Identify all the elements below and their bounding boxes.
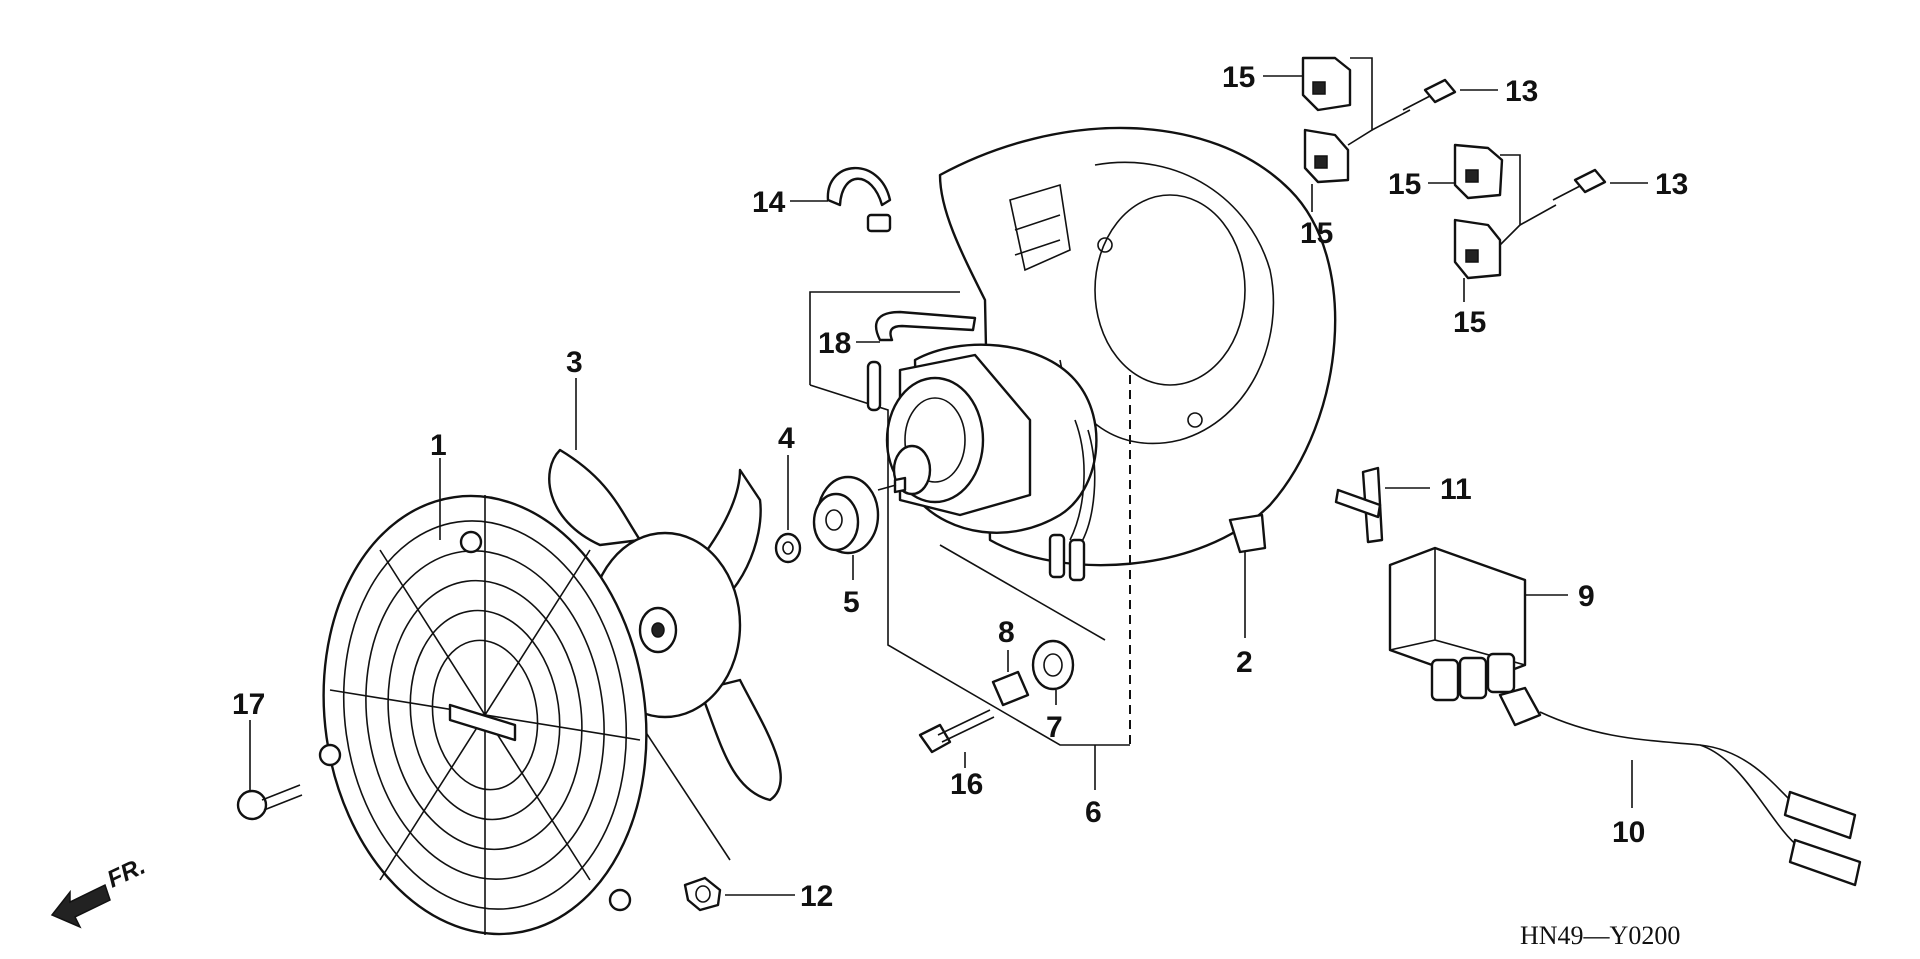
callout-16: 16 <box>950 768 983 801</box>
callout-7: 7 <box>1046 711 1063 744</box>
fan-motor-part <box>877 343 1098 582</box>
control-unit-part <box>1388 546 1527 702</box>
callout-3: 3 <box>566 346 583 379</box>
callout-14: 14 <box>752 186 786 219</box>
callout-4: 4 <box>778 422 795 455</box>
callout-15-middle-right: 15 <box>1388 168 1421 201</box>
front-direction-arrow-icon <box>50 883 111 929</box>
nut-part <box>683 876 722 912</box>
clip-part <box>1301 56 1352 112</box>
collar-part <box>991 670 1030 707</box>
callout-8: 8 <box>998 616 1015 649</box>
bolt-part <box>1552 168 1607 201</box>
callout-13-upper: 13 <box>1505 75 1538 108</box>
bushing-part <box>812 475 880 555</box>
callout-12: 12 <box>800 880 833 913</box>
fan-guard-part <box>318 494 648 936</box>
grommet-part <box>1031 639 1075 691</box>
callout-5: 5 <box>843 586 860 619</box>
callout-17: 17 <box>232 688 265 721</box>
spacer-part <box>774 532 802 564</box>
breather-fitting-part <box>1334 466 1384 544</box>
wire-harness-part <box>1498 686 1862 887</box>
callout-15-top-left: 15 <box>1222 61 1255 94</box>
bolt-part <box>1402 78 1457 111</box>
callout-6: 6 <box>1085 796 1102 829</box>
front-direction-label: FR. <box>103 853 149 894</box>
callout-10: 10 <box>1612 816 1645 849</box>
clip-part <box>1303 128 1350 184</box>
callout-15-middle-left: 15 <box>1300 217 1333 250</box>
callout-2: 2 <box>1236 646 1253 679</box>
drawing-code: HN49—Y0200 <box>1520 921 1680 950</box>
callout-18: 18 <box>818 327 851 360</box>
breather-tube-part <box>866 310 977 412</box>
callout-9: 9 <box>1578 580 1595 613</box>
bolt-part <box>918 709 995 754</box>
callout-11: 11 <box>1440 473 1472 506</box>
clip-part <box>1453 143 1504 200</box>
callout-1: 1 <box>430 429 447 462</box>
callout-13-lower: 13 <box>1655 168 1688 201</box>
clip-part <box>1453 218 1502 280</box>
wire-clamp-part <box>826 166 892 233</box>
screw-part <box>236 784 303 821</box>
callout-15-bottom-right: 15 <box>1453 306 1486 339</box>
